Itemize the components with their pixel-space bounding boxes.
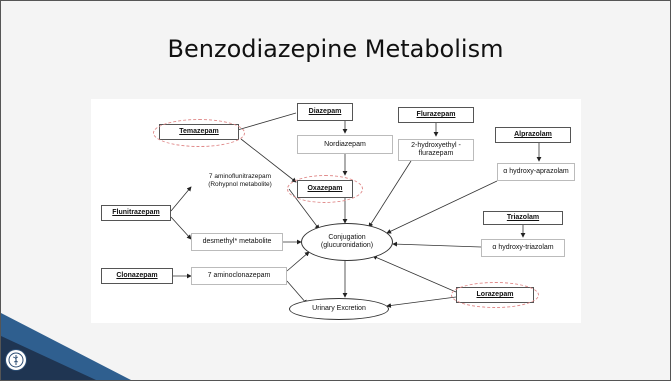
aminoclonazepam-box: 7 aminoclonazepam [191, 267, 287, 285]
alprazolam-box: Alprazolam [495, 127, 571, 143]
hydroxyethyl-flurazepam-box: 2-hydroxyethyl - flurazepam [398, 139, 474, 161]
diazepam-box: Diazepam [297, 103, 353, 121]
conjugation-node: Conjugation (glucuronidation) [301, 223, 393, 261]
nordiazepam-box: Nordiazepam [297, 135, 393, 154]
flurazepam-box: Flurazepam [398, 107, 474, 123]
aminoflunitrazepam-label: 7 aminoflunitrazepam (Rohypnol metabolit… [208, 173, 272, 188]
clonazepam-box: Clonazepam [101, 268, 173, 284]
triazolam-box: Triazolam [483, 211, 563, 225]
desmethyl-metabolite-box: desmethyl* metabolite [191, 233, 283, 251]
caduceus-seal-icon [6, 350, 26, 370]
slide-title: Benzodiazepine Metabolism [167, 35, 504, 63]
temazepam-highlight [153, 119, 245, 147]
oxazepam-highlight [287, 175, 363, 203]
flunitrazepam-box: Flunitrazepam [101, 205, 171, 221]
connector-arrows [170, 112, 542, 308]
lorazepam-highlight [451, 282, 539, 308]
metabolism-diagram: Diazepam Flurazepam Alprazolam Temazepam… [91, 99, 581, 323]
hydroxy-aprazolam-box: α hydroxy-aprazolam [497, 163, 575, 181]
hydroxy-triazolam-box: α hydroxy-triazolam [481, 239, 565, 257]
urinary-excretion-node: Urinary Excretion [289, 298, 389, 320]
